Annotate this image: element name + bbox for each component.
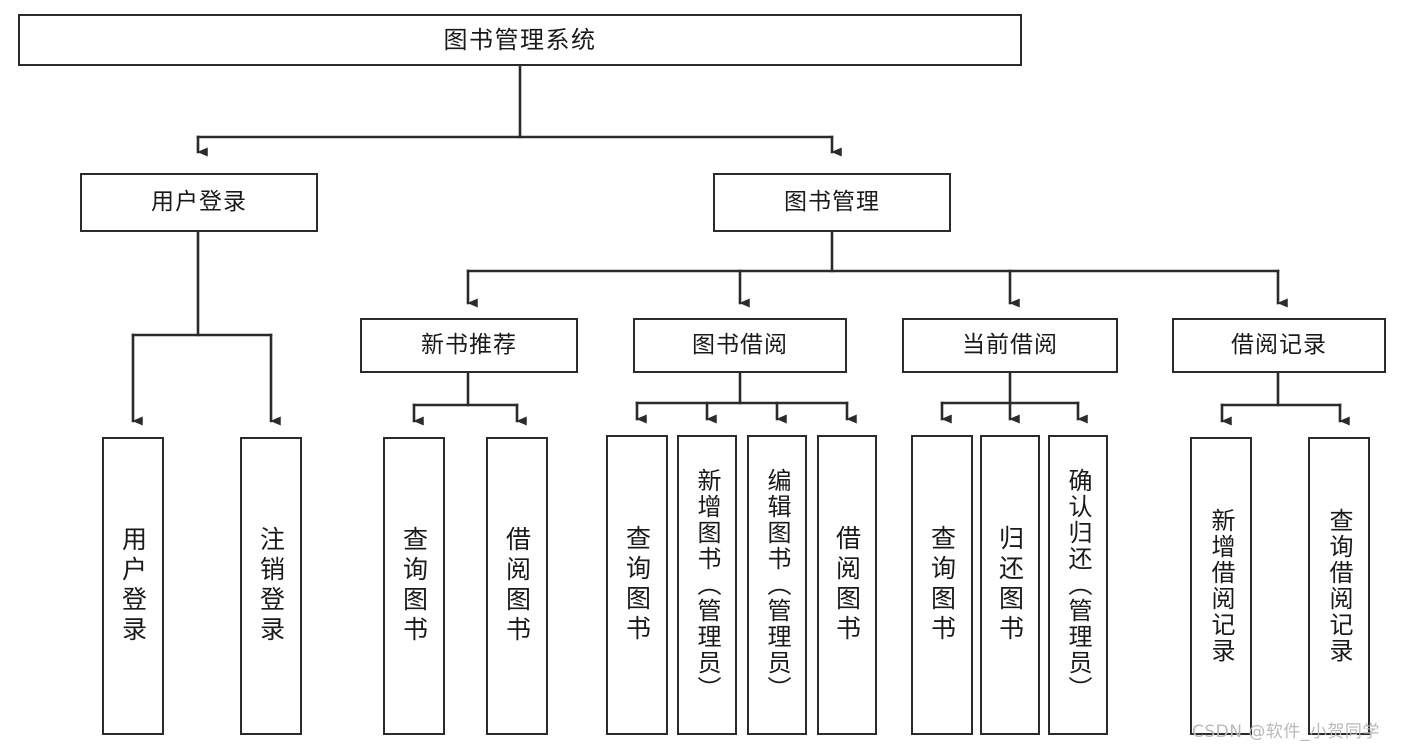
leaf-user-login[interactable]: 用户登录 <box>102 437 164 735</box>
node-label: 归还图书 <box>995 525 1025 645</box>
node-label: 借阅记录 <box>1231 331 1327 358</box>
node-label: 借阅图书 <box>832 525 862 645</box>
leaf-logout[interactable]: 注销登录 <box>240 437 302 735</box>
node-label: 注销登录 <box>256 526 286 646</box>
node-book-borrow[interactable]: 图书借阅 <box>633 318 847 373</box>
node-user-login[interactable]: 用户登录 <box>80 173 318 232</box>
node-label: 查询图书 <box>622 525 652 645</box>
leaf-add-book-admin[interactable]: 新增图书（管理员） <box>677 435 737 735</box>
leaf-confirm-return-admin[interactable]: 确认归还（管理员） <box>1048 435 1108 735</box>
node-label: 图书借阅 <box>692 331 788 358</box>
leaf-query-book-current[interactable]: 查询图书 <box>911 435 973 735</box>
leaf-edit-book-admin[interactable]: 编辑图书（管理员） <box>747 435 807 735</box>
node-label: 查询图书 <box>399 526 429 646</box>
node-label: 确认归还（管理员） <box>1064 468 1092 702</box>
node-label: 用户登录 <box>151 188 247 215</box>
node-label: 新增图书（管理员） <box>693 468 721 702</box>
leaf-add-borrow-record[interactable]: 新增借阅记录 <box>1190 437 1252 735</box>
node-label: 图书管理系统 <box>443 25 597 54</box>
leaf-borrow-book[interactable]: 借阅图书 <box>817 435 877 735</box>
node-book-management[interactable]: 图书管理 <box>713 173 951 232</box>
leaf-query-book-borrow[interactable]: 查询图书 <box>606 435 668 735</box>
node-new-book-recommend[interactable]: 新书推荐 <box>360 318 578 373</box>
node-label: 用户登录 <box>118 526 148 646</box>
node-label: 当前借阅 <box>962 331 1058 358</box>
node-borrow-record[interactable]: 借阅记录 <box>1172 318 1386 373</box>
node-label: 图书管理 <box>784 188 880 215</box>
leaf-borrow-book-recommend[interactable]: 借阅图书 <box>486 437 548 735</box>
node-label: 编辑图书（管理员） <box>763 468 791 702</box>
node-current-borrow[interactable]: 当前借阅 <box>902 318 1118 373</box>
leaf-query-borrow-record[interactable]: 查询借阅记录 <box>1308 437 1370 735</box>
leaf-query-book-recommend[interactable]: 查询图书 <box>383 437 445 735</box>
leaf-return-book[interactable]: 归还图书 <box>980 435 1040 735</box>
node-label: 借阅图书 <box>502 526 532 646</box>
node-label: 新书推荐 <box>421 331 517 358</box>
node-label: 查询图书 <box>927 525 957 645</box>
node-label: 新增借阅记录 <box>1207 508 1235 664</box>
csdn-watermark: CSDN @软件_小贺同学 <box>1192 722 1380 742</box>
node-label: 查询借阅记录 <box>1325 508 1353 664</box>
node-root-book-management-system[interactable]: 图书管理系统 <box>18 14 1022 66</box>
